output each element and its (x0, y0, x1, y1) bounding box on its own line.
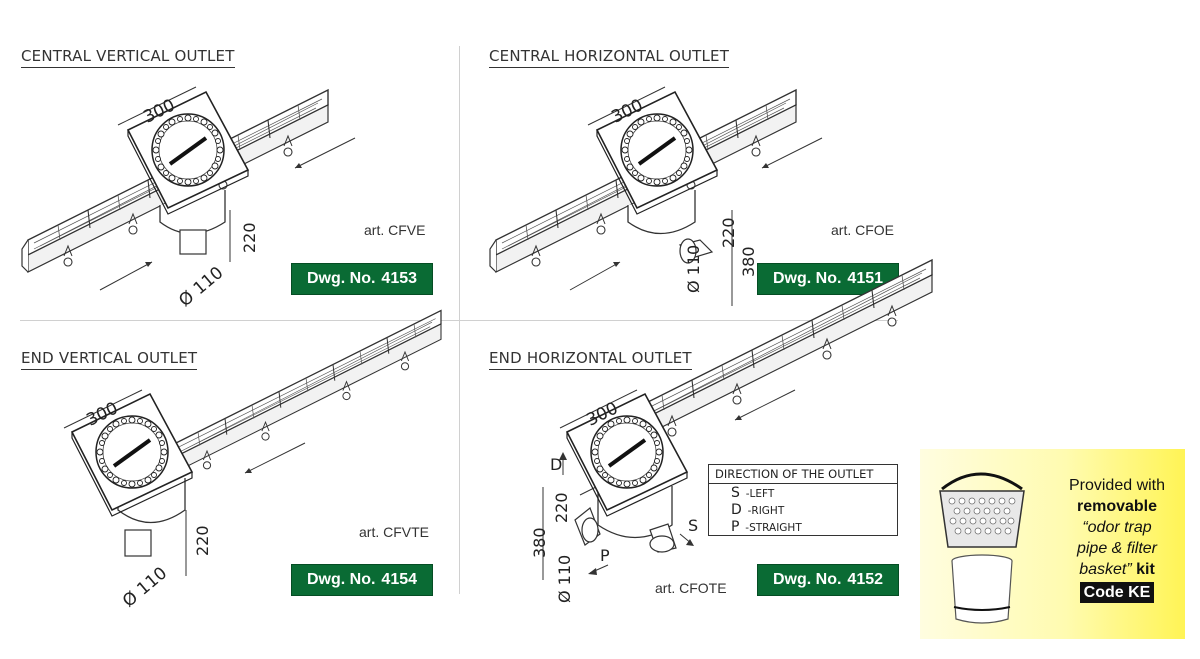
dim-dia-label-3: Ø 110 (119, 563, 171, 611)
dwg-badge-4153: Dwg. No.4153 (291, 263, 433, 295)
legend-row-d: D -RIGHT (731, 502, 785, 518)
kit-code-badge: Code KE (1079, 582, 1155, 603)
dwg-badge-4154: Dwg. No.4154 (291, 564, 433, 596)
drawing-central-horizontal: 300 220 380 Ø 110 (489, 86, 823, 306)
kit-description: Provided with removable “odor trap pipe … (1068, 477, 1166, 603)
dwg-badge-4152: Dwg. No.4152 (757, 564, 899, 596)
drawing-end-vertical: 300 220 Ø 110 (63, 309, 442, 612)
dim-dia-label-4: Ø 110 (555, 555, 574, 603)
drawing-central-vertical: 300 220 Ø 110 (21, 86, 356, 311)
art-code-cfve: art. CFVE (364, 222, 426, 238)
art-code-cfote: art. CFOTE (655, 580, 727, 596)
dir-s-label: S (688, 516, 698, 535)
dim-dia-label: Ø 110 (175, 263, 227, 311)
outlet-direction-legend: DIRECTION OF THE OUTLET S -LEFT D -RIGHT… (708, 464, 898, 536)
legend-row-p: P -STRAIGHT (731, 519, 802, 535)
dim-220-label-4: 220 (552, 492, 571, 523)
legend-row-s: S -LEFT (731, 485, 775, 501)
dim-220-label-2: 220 (719, 217, 738, 248)
panel-title-central-vertical: CENTRAL VERTICAL OUTLET (21, 47, 235, 68)
dim-380-label-4: 380 (530, 527, 549, 558)
legend-heading: DIRECTION OF THE OUTLET (709, 465, 897, 484)
kit-info-box: Provided with removable “odor trap pipe … (920, 449, 1185, 639)
dim-220-label: 220 (240, 222, 259, 253)
panel-title-central-horizontal: CENTRAL HORIZONTAL OUTLET (489, 47, 730, 68)
filter-basket-icon (939, 472, 1025, 624)
dim-380-label-2: 380 (739, 246, 758, 277)
art-code-cfvte: art. CFVTE (359, 524, 430, 540)
dim-220-label-3: 220 (193, 525, 212, 556)
dir-d-label: D (550, 455, 562, 474)
horizontal-divider (20, 320, 898, 321)
panel-title-end-horizontal: END HORIZONTAL OUTLET (489, 349, 692, 370)
drawing-end-horizontal: 300 D 220 380 Ø 110 P S (530, 259, 933, 603)
art-code-cfoe: art. CFOE (831, 222, 895, 238)
dwg-badge-4151: Dwg. No.4151 (757, 263, 899, 295)
dir-p-label: P (600, 546, 610, 565)
dim-dia-label-2: Ø 110 (684, 245, 703, 293)
panel-title-end-vertical: END VERTICAL OUTLET (21, 349, 198, 370)
